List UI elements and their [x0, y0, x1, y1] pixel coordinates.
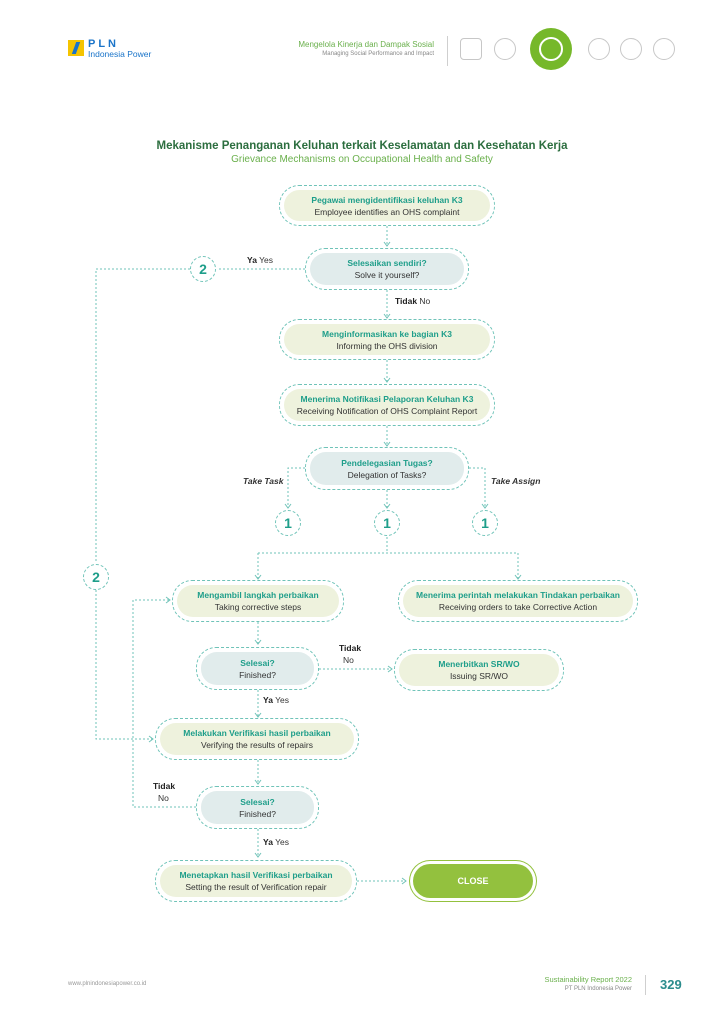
footer-url[interactable]: www.plnindonesiapower.co.id	[68, 981, 147, 987]
label-take-task: Take Task	[243, 476, 284, 486]
footer-divider	[645, 975, 646, 995]
node-close: CLOSE	[413, 864, 533, 898]
logo-brand: PLN	[88, 38, 119, 50]
line-deleg-right	[469, 467, 489, 509]
line-conn2-left	[95, 268, 190, 563]
document-icon[interactable]	[460, 38, 482, 60]
gear-people-icon[interactable]	[494, 38, 516, 60]
label-ya-yes-3: Ya Yes	[263, 837, 290, 847]
heart-hands-icon[interactable]	[530, 28, 572, 70]
label-ya-yes-1: Ya Yes	[247, 255, 274, 265]
line-conn2b-verify	[95, 590, 154, 743]
label-take-assign: Take Assign	[491, 476, 541, 486]
connector-1-middle: 1	[374, 510, 400, 536]
label-ya-yes-2: Ya Yes	[263, 695, 290, 705]
label-tidak-2: Tidak	[339, 643, 362, 653]
connector-1-right: 1	[472, 510, 498, 536]
node-receive-notification: Menerima Notifikasi Pelaporan Keluhan K3…	[279, 384, 495, 426]
logo-subtitle: Indonesia Power	[88, 49, 152, 59]
header-divider	[447, 36, 448, 66]
label-no-2: No	[343, 655, 354, 665]
node-solve-decision: Selesaikan sendiri?Solve it yourself?	[305, 248, 469, 290]
diagram-subtitle: Grievance Mechanisms on Occupational Hea…	[231, 154, 493, 165]
section-subtitle: Managing Social Performance and Impact	[322, 51, 434, 57]
node-receive-orders: Menerima perintah melakukan Tindakan per…	[398, 580, 638, 622]
line-deleg-left	[284, 467, 305, 509]
plant-icon[interactable]	[620, 38, 642, 60]
node-delegation-decision: Pendelegasian Tugas?Delegation of Tasks?	[305, 447, 469, 490]
node-finished-decision-2: Selesai?Finished?	[196, 786, 319, 829]
label-tidak-3: Tidak	[153, 781, 176, 791]
footer-company: PT PLN Indonesia Power	[564, 986, 632, 992]
lightning-icon	[68, 40, 84, 56]
label-no-3: No	[158, 793, 169, 803]
node-finished-decision-1: Selesai?Finished?	[196, 647, 319, 690]
connector-2-left: 2	[83, 564, 109, 590]
diagram-title: Mekanisme Penanganan Keluhan terkait Kes…	[156, 140, 568, 152]
label-tidak-no-1: Tidak No	[395, 296, 431, 306]
footer-report-title: Sustainability Report 2022	[544, 975, 632, 984]
connector-1-left: 1	[275, 510, 301, 536]
hand-care-icon[interactable]	[588, 38, 610, 60]
connector-2-top: 2	[190, 256, 216, 282]
page-number: 329	[660, 977, 682, 992]
section-title: Mengelola Kinerja dan Dampak Sosial	[298, 40, 434, 49]
lightbulb-icon[interactable]	[653, 38, 675, 60]
company-logo: PLN Indonesia Power	[68, 38, 188, 62]
line-finished2-loop	[132, 596, 196, 808]
